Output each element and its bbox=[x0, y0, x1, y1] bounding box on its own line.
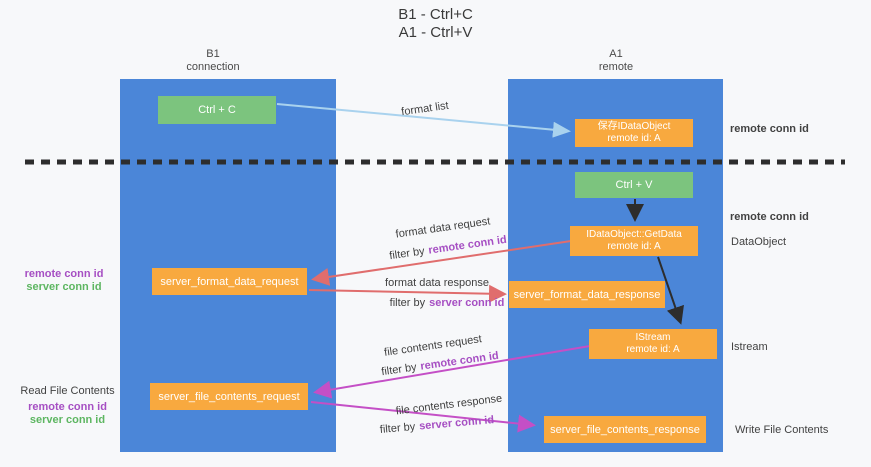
server-file-contents-request-label: server_file_contents_request bbox=[158, 390, 300, 403]
filter-by-text: filter by bbox=[379, 420, 416, 436]
server-file-contents-request-box: server_file_contents_request bbox=[150, 383, 308, 410]
lane-header-a1: A1 remote bbox=[556, 48, 676, 74]
read-file-contents-note: Read File Contents bbox=[20, 385, 115, 397]
format-data-response-label: format data response bbox=[385, 277, 489, 289]
lane-a1-role: remote bbox=[598, 61, 634, 73]
server-file-contents-response-box: server_file_contents_response bbox=[544, 416, 706, 443]
title-line-2: A1 - Ctrl+V bbox=[398, 24, 473, 41]
istream-remote-id: remote id: A bbox=[626, 344, 680, 355]
ctrl-v-box: Ctrl + V bbox=[575, 172, 693, 198]
ctrl-c-label: Ctrl + C bbox=[198, 104, 236, 116]
istream-box: IStream remote id: A bbox=[589, 329, 717, 359]
format-data-response-arrow bbox=[308, 284, 507, 303]
save-idataobject-remote-id: remote id: A bbox=[607, 133, 661, 144]
server-conn-id-text: server conn id bbox=[429, 297, 505, 309]
getdata-title: IDataObject::GetData bbox=[586, 229, 682, 240]
server-conn-id-note-left: server conn id bbox=[26, 281, 102, 293]
ctrl-v-label: Ctrl + V bbox=[615, 179, 653, 191]
format-conn-id-notes: remote conn id server conn id bbox=[10, 268, 118, 294]
read-file-contents-notes: Read File Contents remote conn id server… bbox=[10, 385, 125, 427]
title-line-1: B1 - Ctrl+C bbox=[398, 6, 473, 23]
server-conn-id-note-read: server conn id bbox=[29, 414, 106, 426]
save-idataobject-title: 保存IDataObject bbox=[597, 121, 671, 132]
getdata-remote-id: remote id: A bbox=[607, 241, 661, 252]
lane-a1-name: A1 bbox=[609, 48, 623, 60]
save-idataobject-box: 保存IDataObject remote id: A bbox=[575, 119, 693, 147]
filter-by-text: filter by bbox=[389, 297, 426, 309]
dataobject-note: DataObject bbox=[731, 236, 787, 248]
istream-note: Istream bbox=[731, 341, 768, 353]
lane-b1-name: B1 bbox=[206, 48, 220, 60]
lane-header-b1: B1 connection bbox=[153, 48, 273, 74]
write-file-contents-note: Write File Contents bbox=[735, 424, 829, 436]
filter-by-text: filter by bbox=[380, 361, 418, 379]
remote-conn-id-note-top: remote conn id bbox=[730, 123, 809, 135]
diagram-title: B1 - Ctrl+C A1 - Ctrl+V bbox=[0, 6, 871, 42]
server-format-data-response-label: server_format_data_response bbox=[513, 288, 661, 301]
format-list-label: format list bbox=[400, 99, 450, 119]
remote-conn-id-text: remote conn id bbox=[427, 233, 508, 257]
ctrl-c-box: Ctrl + C bbox=[158, 96, 276, 124]
server-file-contents-response-label: server_file_contents_response bbox=[550, 423, 700, 436]
remote-conn-id-text: remote conn id bbox=[419, 349, 500, 373]
lane-b1-role: connection bbox=[186, 61, 240, 73]
istream-title: IStream bbox=[635, 332, 671, 343]
server-conn-id-text: server conn id bbox=[418, 414, 495, 433]
idataobject-getdata-box: IDataObject::GetData remote id: A bbox=[570, 226, 698, 256]
remote-conn-id-note-read: remote conn id bbox=[28, 401, 107, 413]
filter-by-text: filter by bbox=[388, 245, 426, 263]
remote-conn-id-note-mid: remote conn id bbox=[730, 211, 809, 223]
server-format-data-response-box: server_format_data_response bbox=[509, 281, 665, 308]
server-format-data-request-box: server_format_data_request bbox=[152, 268, 307, 295]
server-format-data-request-label: server_format_data_request bbox=[160, 275, 299, 288]
remote-conn-id-note-left: remote conn id bbox=[24, 268, 104, 280]
